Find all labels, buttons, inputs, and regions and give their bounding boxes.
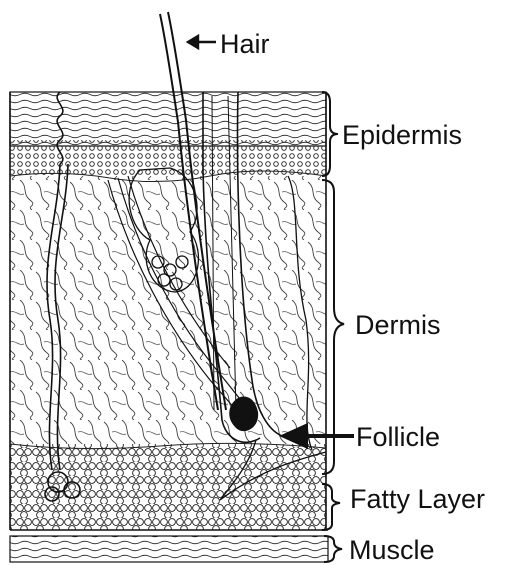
hair-pointer-arrow <box>188 36 216 48</box>
dermis-label: Dermis <box>355 312 441 339</box>
epidermis-label: Epidermis <box>342 122 462 149</box>
dermis-layer <box>10 176 326 444</box>
follicle-label: Follicle <box>356 424 440 451</box>
fatty-layer <box>10 444 326 530</box>
muscle-layer <box>10 536 328 562</box>
fatty-layer-label: Fatty Layer <box>350 486 485 513</box>
hair-label: Hair <box>220 31 270 58</box>
muscle-label: Muscle <box>349 537 435 564</box>
